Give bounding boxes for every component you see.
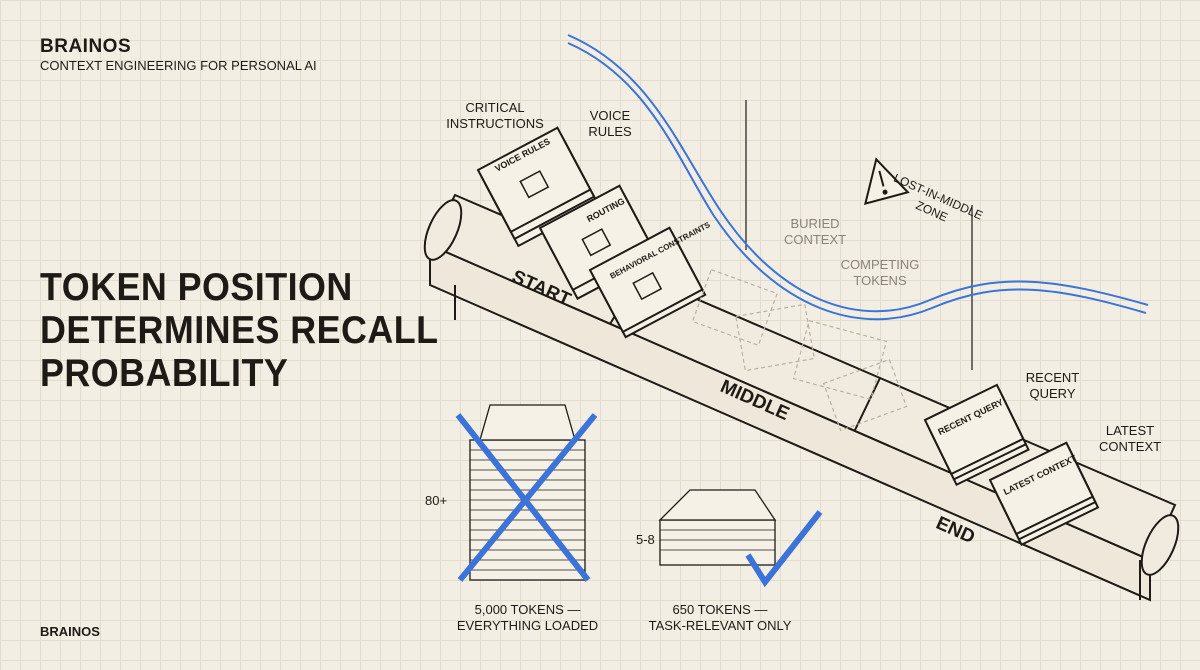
buried-docs: [691, 268, 908, 432]
callout-line: INSTRUCTIONS: [446, 116, 544, 131]
warning-icon: [863, 157, 910, 206]
doc-stack-latest-context: [988, 441, 1100, 547]
headline: TOKEN POSITION DETERMINES RECALL PROBABI…: [40, 266, 439, 395]
callout-line: COMPETING: [840, 257, 920, 272]
callout-line: RECENT: [1025, 370, 1080, 385]
bad-caption: 5,000 TOKENS —EVERYTHING LOADED: [455, 602, 600, 634]
x-mark-icon: [455, 413, 598, 582]
caption-line: 650 TOKENS —: [672, 602, 768, 617]
good-caption: 650 TOKENS —TASK-RELEVANT ONLY: [640, 602, 800, 634]
check-mark-icon: [745, 510, 823, 588]
recall-curve: [567, 42, 1147, 321]
callout-line: QUERY: [1029, 386, 1076, 401]
headline-line: TOKEN POSITION: [40, 266, 353, 309]
doc-behavioral-constraints: [588, 226, 707, 339]
caption-line: 5,000 TOKENS —: [474, 602, 581, 617]
callout-line: VOICE: [589, 108, 631, 123]
caption-line: TASK-RELEVANT ONLY: [648, 618, 792, 633]
small-doc-stack: [658, 489, 777, 566]
callout-line: LATEST: [1105, 423, 1155, 438]
footer-brand: BRAINOS: [40, 624, 100, 639]
callout-line: CONTEXT: [1098, 439, 1162, 454]
headline-line: DETERMINES RECALL: [40, 309, 439, 352]
section-divider: [854, 377, 881, 431]
callout-line: TOKENS: [853, 273, 907, 288]
doc-stack-voice-rules: [476, 126, 600, 248]
callout-line: CONTEXT: [783, 232, 847, 247]
large-doc-stack: [469, 404, 586, 581]
caption-line: EVERYTHING LOADED: [456, 618, 599, 633]
callout-line: CRITICAL: [465, 100, 525, 115]
good-count: 5-8: [636, 532, 655, 547]
roller-right: [1140, 514, 1180, 576]
brand-title: BRAINOS: [40, 36, 132, 57]
recall-curve: [567, 34, 1149, 313]
bad-count: 80+: [425, 493, 448, 508]
callout-line: RULES: [588, 124, 632, 139]
callout-line: BURIED: [790, 216, 840, 231]
doc-stack-recent-query: [923, 383, 1030, 487]
headline-line: PROBABILITY: [40, 352, 289, 395]
roller-left: [423, 199, 463, 261]
doc-stack-routing: [538, 184, 659, 300]
brand-subtitle: CONTEXT ENGINEERING FOR PERSONAL AI: [40, 58, 317, 73]
